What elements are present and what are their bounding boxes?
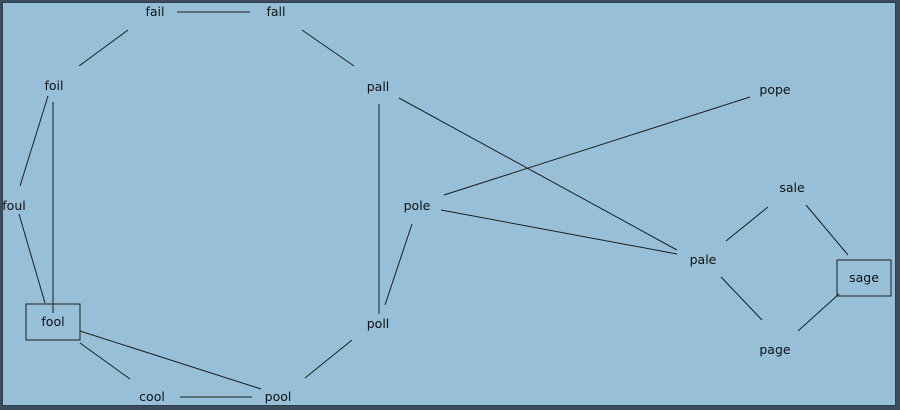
node-label-foil: foil bbox=[45, 78, 64, 93]
diagram-panel bbox=[2, 2, 896, 406]
node-fail: fail bbox=[145, 4, 164, 19]
node-label-pall: pall bbox=[367, 79, 390, 94]
edge-page-sage bbox=[797, 293, 840, 332]
node-label-foul: foul bbox=[2, 198, 25, 213]
node-pall: pall bbox=[367, 79, 390, 94]
node-pool: pool bbox=[265, 389, 292, 404]
node-label-sage: sage bbox=[849, 270, 879, 285]
node-sage: sage bbox=[836, 259, 892, 297]
node-pole: pole bbox=[404, 198, 431, 213]
edge-pall-pale bbox=[398, 97, 678, 251]
node-label-pool: pool bbox=[265, 389, 292, 404]
edge-fail-foil bbox=[78, 29, 129, 67]
edge-pole-pope bbox=[443, 96, 751, 196]
node-label-page: page bbox=[759, 342, 791, 357]
node-box-sage bbox=[836, 259, 892, 297]
node-foil: foil bbox=[45, 78, 64, 93]
edge-layer bbox=[18, 11, 849, 398]
edge-pool-poll bbox=[304, 339, 353, 379]
node-pale: pale bbox=[690, 252, 717, 267]
edge-pale-sale bbox=[725, 206, 769, 242]
node-fool: fool bbox=[25, 303, 81, 341]
node-label-fail: fail bbox=[145, 4, 164, 19]
node-label-sale: sale bbox=[779, 180, 805, 195]
node-label-cool: cool bbox=[139, 389, 165, 404]
node-fall: fall bbox=[266, 4, 285, 19]
node-sale: sale bbox=[779, 180, 805, 195]
node-label-fool: fool bbox=[41, 314, 64, 329]
edge-poll-pole bbox=[384, 223, 413, 306]
edge-pole-pale bbox=[440, 209, 678, 255]
edge-fool-pool bbox=[79, 330, 262, 390]
node-poll: poll bbox=[367, 316, 390, 331]
edge-fall-pall bbox=[301, 29, 355, 67]
node-pope: pope bbox=[759, 82, 791, 97]
node-label-pole: pole bbox=[404, 198, 431, 213]
edge-pale-page bbox=[720, 276, 763, 321]
node-label-pale: pale bbox=[690, 252, 717, 267]
node-label-poll: poll bbox=[367, 316, 390, 331]
edge-foil-foul bbox=[19, 95, 49, 187]
node-label-fall: fall bbox=[266, 4, 285, 19]
node-cool: cool bbox=[139, 389, 165, 404]
node-label-pope: pope bbox=[759, 82, 791, 97]
edge-foul-fool bbox=[18, 213, 46, 304]
edge-fool-cool bbox=[79, 342, 131, 380]
edge-sale-sage bbox=[805, 204, 849, 256]
node-page: page bbox=[759, 342, 791, 357]
node-foul: foul bbox=[2, 198, 25, 213]
node-box-fool bbox=[25, 303, 81, 341]
node-layer: fail fall foil pall pope sale foul pole pale sage… bbox=[2, 4, 892, 404]
